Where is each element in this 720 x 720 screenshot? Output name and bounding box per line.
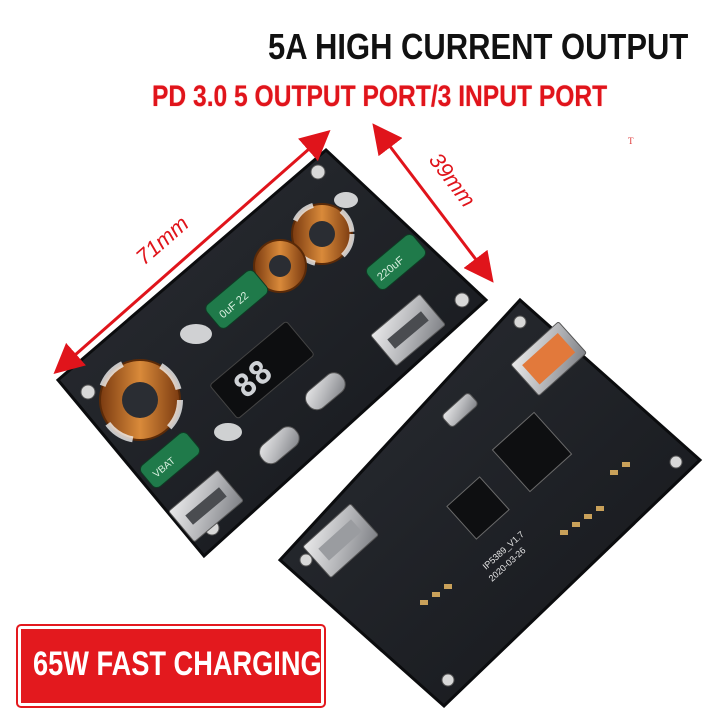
badge-text: 65W FAST CHARGING [33,645,322,683]
back-pcb-board: IP5389_V1.7 2020-03-26 [277,297,703,709]
smd-components [420,462,630,605]
inductor-coil-icon [97,357,183,443]
usb-a-port-icon [168,470,244,542]
usb-a-port-icon [511,322,587,396]
micro-usb-port-icon [442,393,478,427]
headline: 5A HIGH CURRENT OUTPUT [268,26,689,67]
usb-a-port-icon [303,504,379,578]
stray-mark: T [628,136,634,146]
ic-chip-icon [446,476,510,540]
subheadline: PD 3.0 5 OUTPUT PORT/3 INPUT PORT [152,80,608,113]
usb-c-port-icon [259,426,300,465]
usb-a-port-icon [370,294,446,366]
usb-c-port-icon [305,372,346,411]
ic-chip-icon [491,411,573,493]
fast-charging-badge: 65W FAST CHARGING [18,626,324,706]
